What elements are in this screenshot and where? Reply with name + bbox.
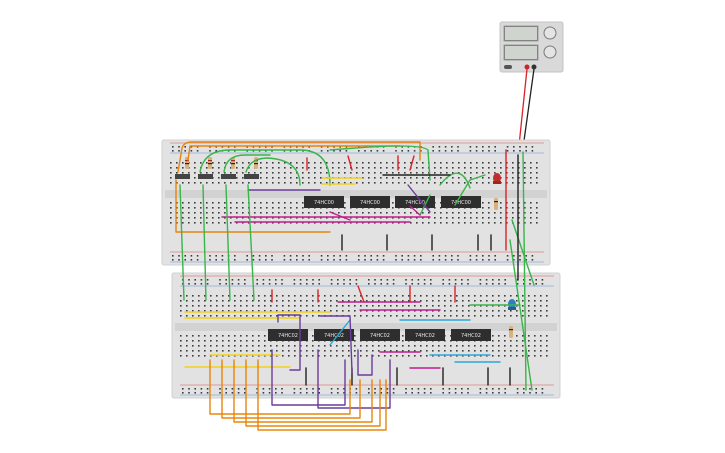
wire-purple bbox=[271, 349, 346, 406]
voltage-knob-icon[interactable] bbox=[543, 26, 557, 40]
wire-red bbox=[347, 155, 353, 171]
chip-label: 74HC02 bbox=[370, 333, 390, 339]
chip-label: 74HC00 bbox=[451, 200, 471, 206]
chip-label: 74HC02 bbox=[415, 333, 435, 339]
slide-switch[interactable] bbox=[244, 174, 259, 179]
slide-switch[interactable] bbox=[175, 174, 190, 179]
chip-74hc00[interactable]: 74HC00 bbox=[350, 196, 390, 208]
chip-label: 74HC02 bbox=[278, 333, 298, 339]
chip-74hc02[interactable]: 74HC02 bbox=[451, 329, 491, 341]
wire-orange bbox=[175, 179, 331, 233]
resistor-icon[interactable] bbox=[494, 198, 498, 210]
wire-green bbox=[509, 239, 533, 391]
wire-green bbox=[202, 184, 207, 301]
wire-orange bbox=[245, 359, 381, 427]
breadboard-holes bbox=[170, 142, 544, 263]
chip-74hc00[interactable]: 74HC00 bbox=[441, 196, 481, 208]
chip-74hc02[interactable]: 74HC02 bbox=[314, 329, 354, 341]
chip-74hc02[interactable]: 74HC02 bbox=[360, 329, 400, 341]
wire-purple bbox=[317, 349, 391, 409]
resistor-icon[interactable] bbox=[208, 157, 212, 169]
negative-terminal-icon[interactable] bbox=[531, 64, 537, 70]
chip-74hc00[interactable]: 74HC00 bbox=[304, 196, 344, 208]
wire-orange bbox=[257, 359, 387, 431]
wire-green bbox=[225, 184, 231, 301]
wire-red bbox=[357, 285, 365, 303]
wire-orange bbox=[187, 145, 401, 161]
jumper-wires bbox=[175, 141, 535, 431]
led-blue-icon[interactable] bbox=[508, 299, 516, 310]
wire-orange bbox=[221, 359, 361, 419]
wire-green bbox=[199, 149, 331, 186]
chip-label: 74HC00 bbox=[405, 200, 425, 206]
chip-label: 74HC00 bbox=[360, 200, 380, 206]
resistor-icon[interactable] bbox=[509, 326, 513, 338]
wire-green bbox=[223, 154, 271, 173]
chips-top: 74HC00 74HC00 74HC00 74HC00 bbox=[304, 196, 481, 208]
led-red-icon[interactable] bbox=[493, 173, 501, 184]
wire-purple bbox=[407, 184, 431, 213]
slide-switch[interactable] bbox=[221, 174, 236, 179]
wire-red bbox=[409, 155, 415, 171]
wire-green bbox=[454, 174, 486, 206]
wire-orange bbox=[177, 141, 421, 173]
wire-purple bbox=[319, 315, 353, 373]
wire-cyan bbox=[329, 319, 351, 346]
wire-green bbox=[247, 184, 255, 301]
resistor-icon[interactable] bbox=[254, 157, 258, 169]
wire-orange bbox=[209, 359, 351, 415]
chip-label: 74HC02 bbox=[324, 333, 344, 339]
wire-orange bbox=[233, 359, 373, 423]
wire-magenta bbox=[409, 205, 421, 216]
wire-magenta bbox=[329, 211, 351, 221]
positive-terminal-icon[interactable] bbox=[524, 64, 530, 70]
current-knob-icon[interactable] bbox=[543, 45, 557, 59]
power-supply[interactable] bbox=[499, 21, 564, 73]
wire-green bbox=[179, 184, 185, 301]
slide-switch[interactable] bbox=[198, 174, 213, 179]
wire-purple bbox=[277, 314, 301, 371]
wire-green bbox=[511, 219, 535, 286]
chip-74hc02[interactable]: 74HC02 bbox=[268, 329, 308, 341]
wire-green bbox=[245, 157, 301, 186]
chip-label: 74HC00 bbox=[314, 200, 334, 206]
wire-green bbox=[329, 145, 431, 181]
chip-74hc02[interactable]: 74HC02 bbox=[405, 329, 445, 341]
power-switch-icon[interactable] bbox=[504, 65, 512, 69]
chips-bottom: 74HC02 74HC02 74HC02 74HC02 74HC02 bbox=[268, 329, 491, 341]
wire-purple bbox=[357, 349, 373, 376]
resistor-icon[interactable] bbox=[231, 157, 235, 169]
chip-label: 74HC02 bbox=[461, 333, 481, 339]
